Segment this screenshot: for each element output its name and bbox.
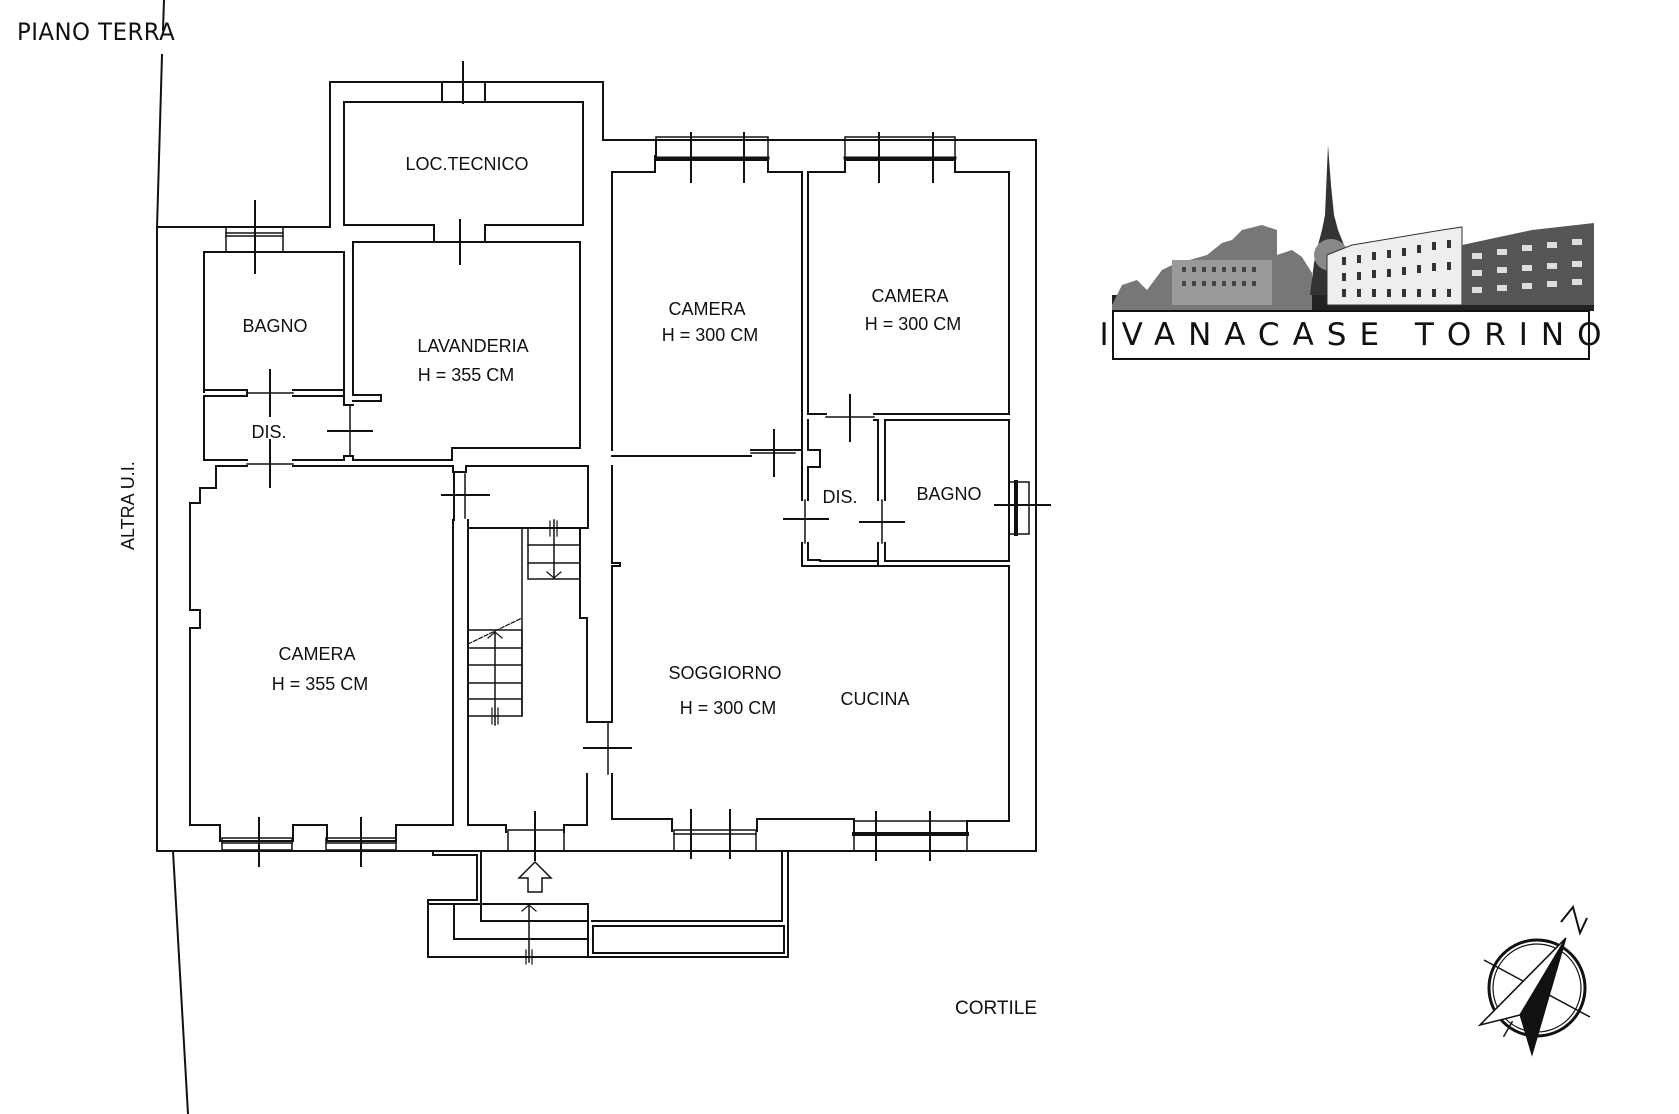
room-height-camera-left: H = 355 CM: [272, 674, 369, 694]
entrance-arrow-icon: [517, 860, 553, 893]
room-label-camera-mid: CAMERA: [668, 299, 745, 319]
altra-ui-label: ALTRA U.I.: [118, 461, 138, 550]
room-height-soggiorno: H = 300 CM: [680, 698, 777, 718]
property-line-bottom: [171, 849, 190, 1114]
dis-left-walls: [203, 395, 248, 461]
room-label-dis-left: DIS.: [251, 422, 286, 442]
room-height-camera-mid: H = 300 CM: [662, 325, 759, 345]
room-label-loc-tecnico: LOC.TECNICO: [405, 154, 528, 174]
room-label-camera-left: CAMERA: [278, 644, 355, 664]
room-label-bagno-left: BAGNO: [242, 316, 307, 336]
room-label-camera-right: CAMERA: [871, 286, 948, 306]
floor-title: PIANO TERRA: [17, 18, 176, 46]
cortile-label: CORTILE: [955, 998, 1038, 1019]
stair-hall-walls: [467, 519, 507, 833]
brand-box: IVANACASE TORINO: [1100, 310, 1602, 360]
bagno-left-walls: [203, 251, 345, 393]
brand-name: IVANACASE TORINO: [1099, 317, 1615, 353]
property-line-top: [161, 0, 166, 32]
room-labels: LOC.TECNICO BAGNO LAVANDERIA H = 355 CM …: [242, 154, 981, 718]
porch: [427, 850, 789, 958]
room-height-lavanderia: H = 355 CM: [418, 365, 515, 385]
room-label-soggiorno: SOGGIORNO: [668, 663, 781, 683]
lavanderia-walls: [352, 241, 581, 461]
outer-wall: [156, 81, 1037, 852]
room-label-bagno-right: BAGNO: [916, 484, 981, 504]
north-arrow-compass-icon: [1477, 904, 1591, 1057]
room-height-camera-right: H = 300 CM: [865, 314, 962, 334]
room-label-cucina: CUCINA: [840, 689, 909, 709]
camera-left-walls: [189, 465, 294, 842]
brand-logo: IVANACASE TORINO: [1100, 145, 1602, 360]
soggiorno-walls: [611, 465, 621, 723]
planter: [592, 925, 785, 954]
room-label-lavanderia: LAVANDERIA: [417, 336, 528, 356]
room-label-dis-right: DIS.: [822, 487, 857, 507]
turin-skyline-icon: [1112, 145, 1594, 311]
